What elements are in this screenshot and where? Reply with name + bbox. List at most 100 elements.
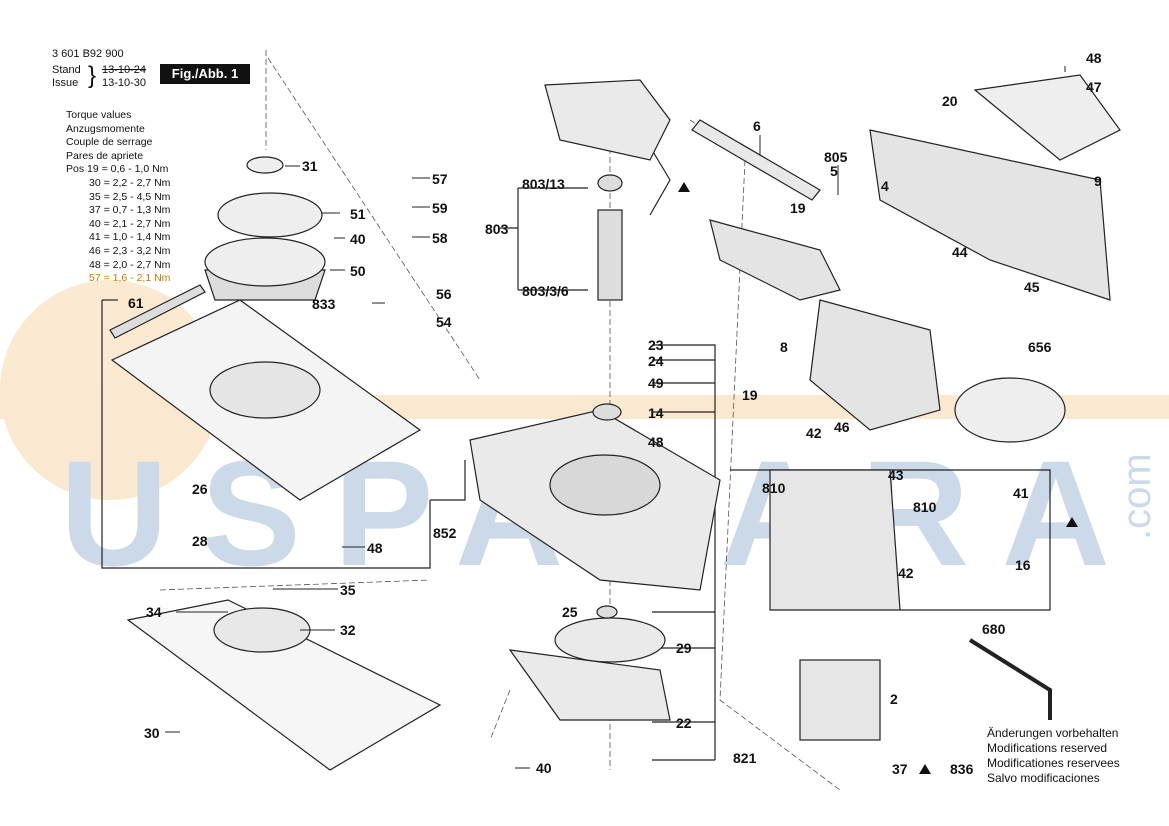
part-label: 656 [1028, 339, 1052, 355]
part-label: 680 [982, 621, 1006, 637]
footnote-line: Modificationes reservees [987, 756, 1120, 770]
leader-lines [165, 66, 1066, 769]
footnote-line: Salvo modificaciones [987, 771, 1100, 785]
torque-row: Pos 19 = 0,6 - 1,0 Nm [66, 163, 169, 176]
rings-drawing [204, 156, 326, 301]
armature-drawing [592, 174, 623, 619]
part-label: 4 [881, 178, 889, 194]
grip-cover-drawing [954, 74, 1121, 443]
part-label: 810 [913, 499, 937, 515]
part-label: 58 [432, 230, 448, 246]
footnote-line: Änderungen vorbehalten [987, 726, 1119, 740]
part-label: 41 [1013, 485, 1029, 501]
triangle-icon [678, 182, 690, 192]
torque-title-de: Anzugsmomente [66, 122, 145, 135]
torque-row: 41 = 1,0 - 1,4 Nm [89, 231, 171, 244]
part-label: 45 [1024, 279, 1040, 295]
stand-label: Stand [52, 64, 81, 76]
part-label: 30 [144, 725, 160, 741]
part-label: 833 [312, 296, 336, 312]
part-label: 836 [950, 761, 974, 777]
triangle-icon [1066, 517, 1078, 527]
part-label: 47 [1086, 79, 1102, 95]
part-label: 56 [436, 286, 452, 302]
part-label: 14 [648, 405, 664, 421]
part-label: 48 [1086, 50, 1102, 66]
part-label: 5 [830, 163, 838, 179]
hex-key-drawing [968, 638, 1052, 720]
part-label: 32 [340, 622, 356, 638]
part-label: 40 [536, 760, 552, 776]
torque-row: 30 = 2,2 - 2,7 Nm [89, 176, 171, 189]
part-label: 51 [350, 206, 366, 222]
torque-row: 57 = 1,6 - 2,1 Nm [89, 272, 171, 285]
part-label: 44 [952, 244, 968, 260]
part-label: 16 [1015, 557, 1031, 573]
part-label: 25 [562, 604, 578, 620]
torque-title-fr: Couple de serrage [66, 136, 153, 149]
triangle-markers [678, 182, 1078, 774]
handle-drawing [709, 129, 1111, 431]
watermark-suffix: .com [1115, 453, 1159, 540]
part-label: 49 [648, 375, 664, 391]
part-label: 42 [898, 565, 914, 581]
part-number: 3 601 B92 900 [52, 48, 124, 60]
part-label: 803/3/6 [522, 283, 569, 299]
stand-date: 13-10-24 [102, 64, 147, 76]
part-label: 34 [146, 604, 162, 620]
part-label: 40 [350, 231, 366, 247]
part-label: 59 [432, 200, 448, 216]
part-label: 31 [302, 158, 318, 174]
part-label: 61 [128, 295, 144, 311]
part-label: 2 [890, 691, 898, 707]
part-label: 24 [648, 353, 664, 369]
baseplate-drawing [109, 284, 422, 501]
sanding-pad-drawing [126, 599, 442, 771]
part-label: 28 [192, 533, 208, 549]
part-label: 35 [340, 582, 356, 598]
part-label: 19 [790, 200, 806, 216]
part-label: 23 [648, 337, 664, 353]
torque-row: 37 = 0,7 - 1,3 Nm [89, 204, 171, 217]
brace-symbol: } [88, 62, 97, 89]
torque-table: Torque values Anzugsmomente Couple de se… [66, 109, 170, 286]
part-label: 6 [753, 118, 761, 134]
part-label: 810 [762, 480, 786, 496]
part-label: 43 [888, 467, 904, 483]
part-label: 9 [1094, 173, 1102, 189]
part-label: 29 [676, 640, 692, 656]
part-label: 48 [648, 434, 664, 450]
torque-row: 48 = 2,0 - 2,7 Nm [89, 258, 171, 271]
part-label: 48 [367, 540, 383, 556]
part-label: 57 [432, 171, 448, 187]
part-label: 26 [192, 481, 208, 497]
torque-title-en: Torque values [66, 109, 132, 121]
part-label: 42 [806, 425, 822, 441]
torque-row: 40 = 2,1 - 2,7 Nm [89, 217, 171, 230]
issue-date: 13-10-30 [102, 77, 147, 89]
issue-label: Issue [52, 77, 79, 89]
footnote-line: Modifications reserved [987, 741, 1108, 755]
shaft-drawing [691, 119, 821, 201]
part-label: 805 [824, 149, 848, 165]
torque-row: 46 = 2,3 - 3,2 Nm [89, 244, 171, 257]
part-label: 46 [834, 419, 850, 435]
triangle-icon [919, 764, 931, 774]
footnote: Änderungen vorbehalten Modifications res… [987, 726, 1120, 786]
part-label: 852 [433, 525, 457, 541]
part-label: 54 [436, 314, 452, 330]
part-label: 50 [350, 263, 366, 279]
figure-tag: Fig./Abb. 1 [160, 64, 250, 84]
part-label: 20 [942, 93, 958, 109]
torque-row: 35 = 2,5 - 4,5 Nm [89, 190, 171, 203]
part-label: 22 [676, 715, 692, 731]
part-label: 8 [780, 339, 788, 355]
part-label: 821 [733, 750, 757, 766]
part-label: 803/13 [522, 176, 565, 192]
part-label: 37 [892, 761, 908, 777]
torque-title-es: Pares de apriete [66, 149, 144, 162]
motor-drawing [769, 469, 901, 741]
part-label: 803 [485, 221, 509, 237]
